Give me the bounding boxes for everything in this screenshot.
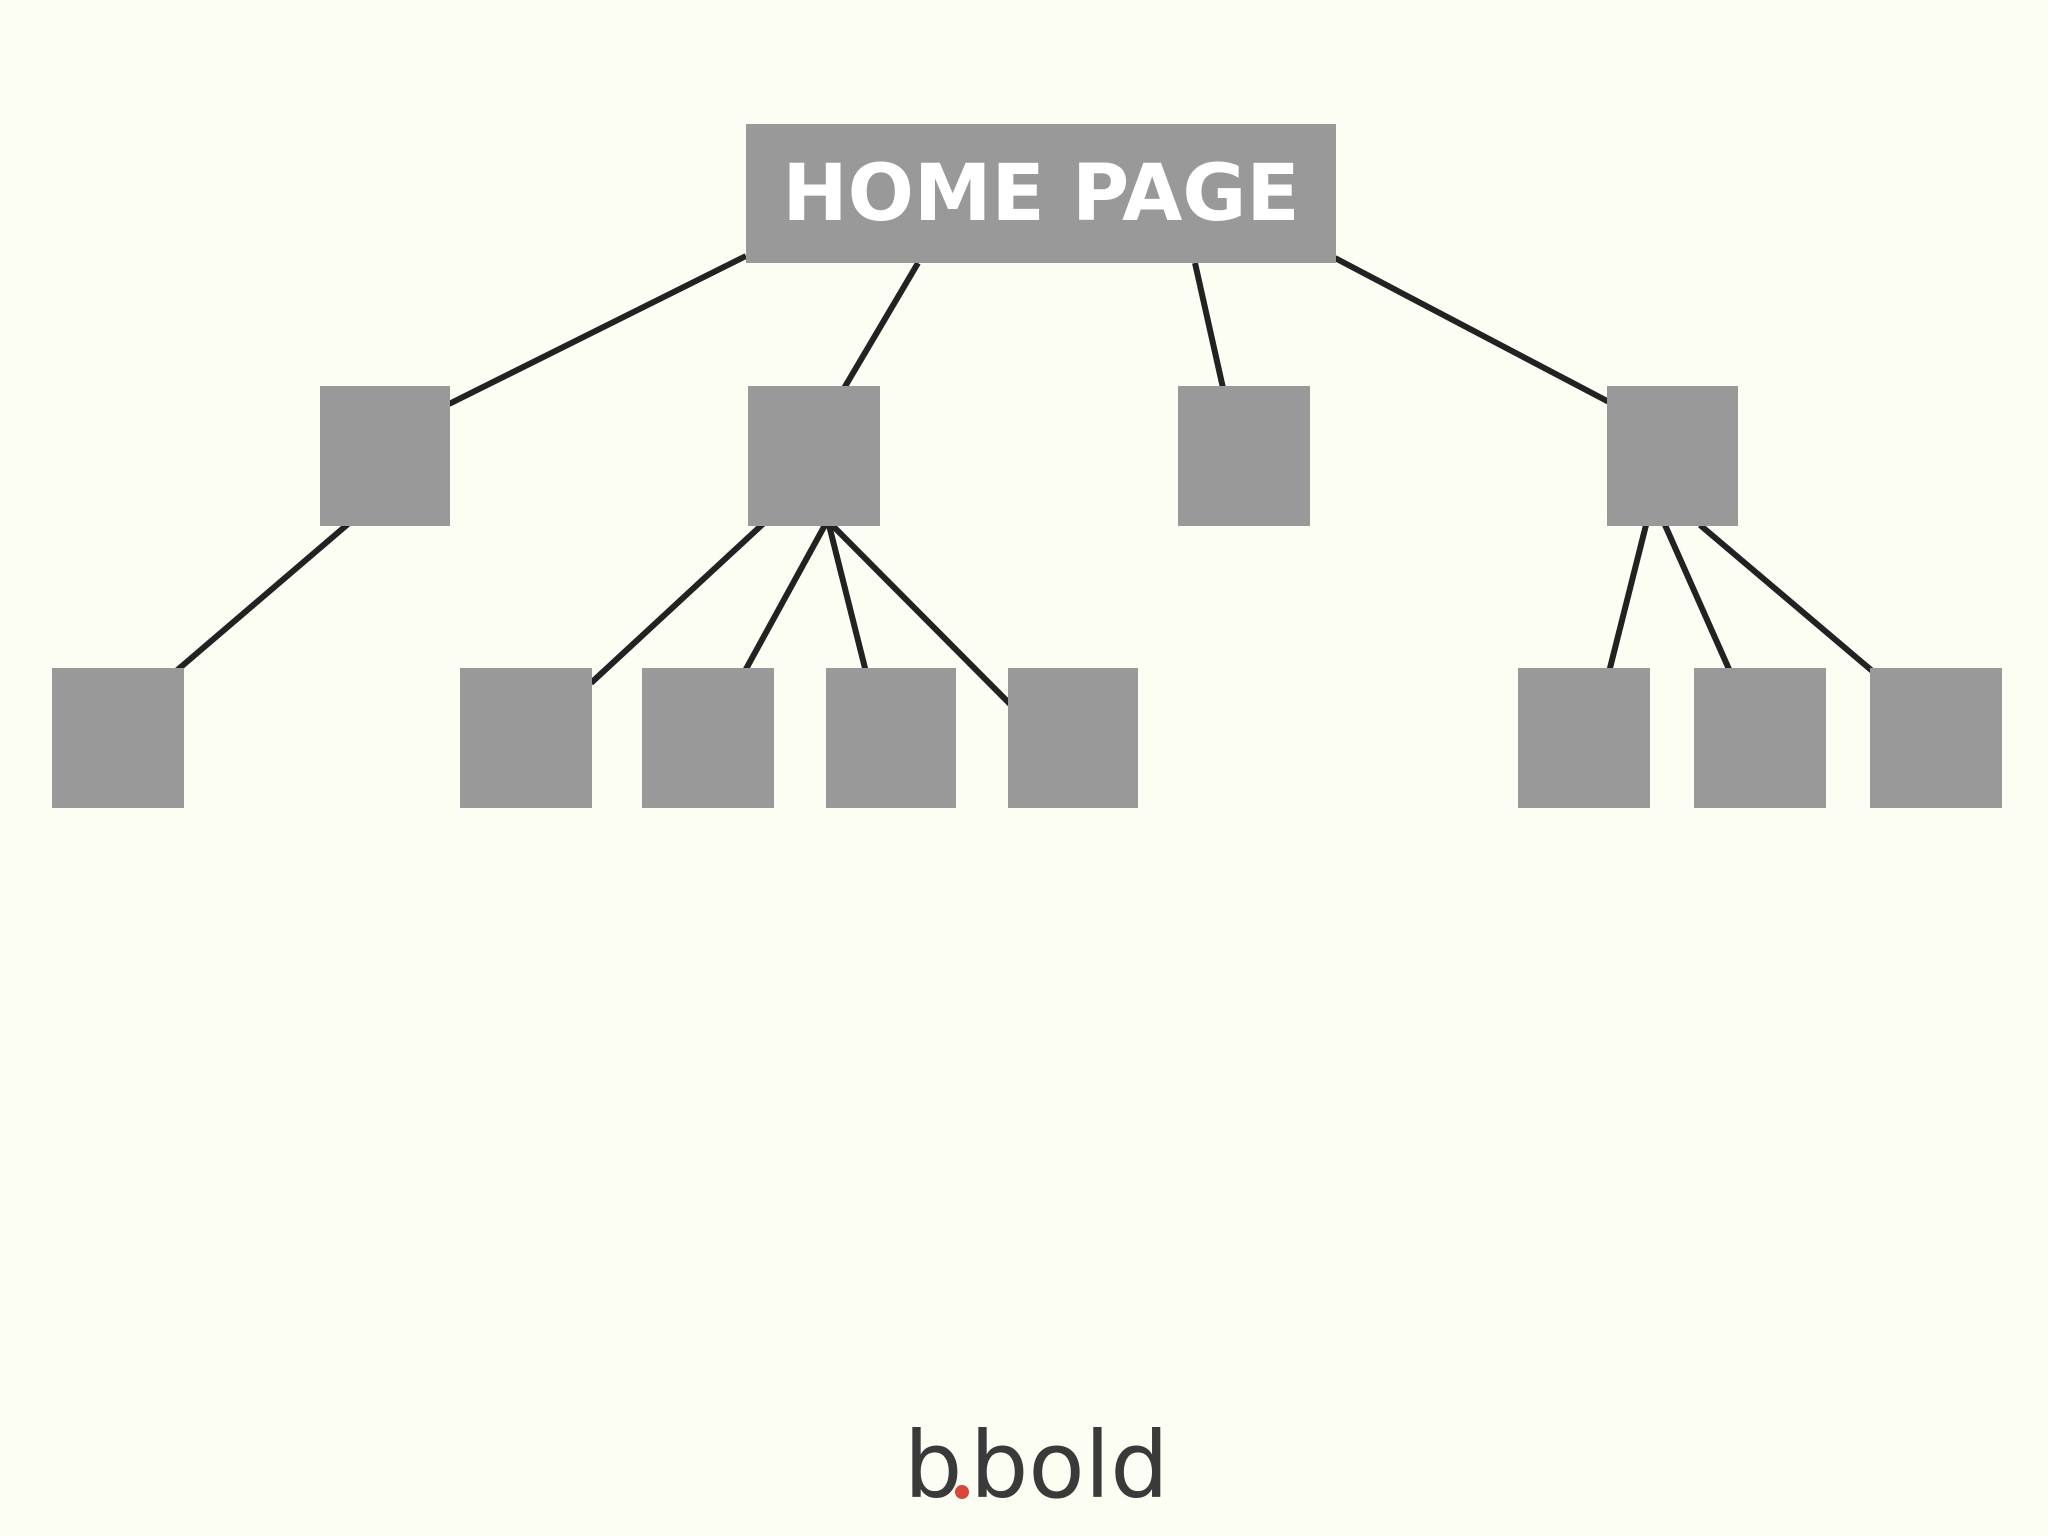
level-1-node-1	[320, 386, 450, 526]
level-2-node-1	[52, 668, 184, 808]
edge-root-to-node-2	[840, 261, 921, 392]
level-2-node-8	[1870, 668, 2002, 808]
edge-node-4-to-child-2	[1662, 523, 1739, 687]
edge-root-to-node-4	[1333, 255, 1611, 405]
edge-root-to-node-1	[447, 253, 748, 407]
edge-node-4-to-child-3	[1698, 522, 1879, 678]
level-2-node-5	[1008, 668, 1138, 808]
logo-text-bold: bold	[970, 1412, 1169, 1519]
level-1-node-3	[1178, 386, 1310, 526]
diagram-edges	[173, 253, 1879, 707]
level-1-node-4	[1607, 386, 1738, 526]
logo-text-b: b	[904, 1412, 962, 1519]
home-page-node: HOME PAGE	[746, 124, 1336, 263]
level-1-nodes	[320, 386, 1738, 526]
logo-dot	[955, 1485, 969, 1499]
level-2-node-3	[642, 668, 774, 808]
edge-root-to-node-3	[1192, 262, 1226, 389]
home-page-label: HOME PAGE	[782, 149, 1299, 239]
edge-node-1-to-child-1	[173, 521, 350, 675]
level-2-node-6	[1518, 668, 1650, 808]
level-2-node-7	[1694, 668, 1826, 808]
level-2-nodes	[52, 668, 2002, 808]
edge-node-2-to-child-1	[588, 520, 767, 686]
home-page-box	[746, 124, 1336, 263]
edge-node-2-to-child-3	[826, 524, 871, 681]
level-1-node-2	[748, 386, 880, 526]
edge-node-2-to-child-2	[737, 523, 828, 682]
edge-node-4-to-child-1	[1604, 524, 1649, 681]
level-2-node-2	[460, 668, 592, 808]
edge-node-2-to-child-4	[829, 522, 1013, 707]
bbold-logo: b bold	[904, 1412, 1169, 1519]
level-2-node-4	[826, 668, 956, 808]
